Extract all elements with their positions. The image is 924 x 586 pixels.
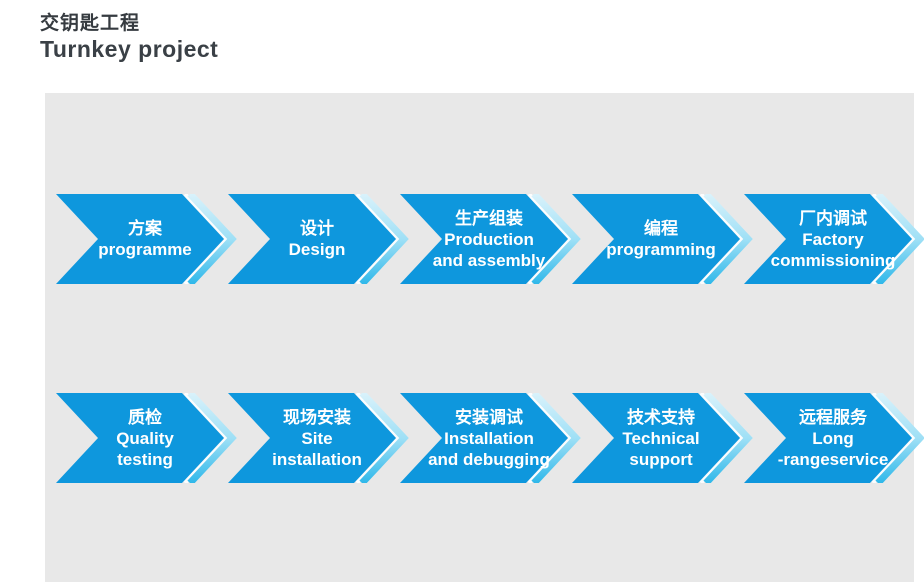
step-label: 设计 Design — [244, 194, 390, 284]
step-label-line: and assembly — [432, 250, 546, 270]
step-label-line: 远程服务 — [799, 407, 867, 427]
step-label-line: commissioning — [770, 250, 896, 270]
step-label-line: 生产组装 — [455, 208, 523, 228]
chevron-arrow-icon — [572, 393, 753, 483]
chevron-arrow-icon — [744, 393, 924, 483]
chevron-arrow-icon — [56, 194, 237, 284]
chevron-arrow-icon — [56, 393, 237, 483]
step-label: 方案 programme — [72, 194, 218, 284]
chevron-arrow-icon — [400, 194, 581, 284]
step-label-line: Site — [301, 428, 333, 448]
step-label-line: and debugging — [428, 449, 550, 469]
step-label: 编程 programming — [588, 194, 734, 284]
step-label-line: 技术支持 — [627, 407, 695, 427]
step-label-line: Long — [812, 428, 854, 448]
step-label-line: Technical — [622, 428, 700, 448]
page-title-english: Turnkey project — [40, 36, 219, 62]
step-label-line: -rangeservice — [777, 449, 889, 469]
step-label-line: Factory — [802, 229, 864, 249]
page-title-chinese: 交钥匙工程 — [40, 13, 141, 34]
chevron-arrow-icon — [400, 393, 581, 483]
chevron-arrow-icon — [744, 194, 924, 284]
step-label-line: Installation — [444, 428, 534, 448]
step-label-line: installation — [272, 449, 362, 469]
step-label-line: testing — [117, 449, 173, 469]
step-label-line: Quality — [116, 428, 174, 448]
step-label-line: 厂内调试 — [799, 208, 867, 228]
process-step-arrow: 编程 programming — [572, 194, 756, 284]
chevron-arrow-icon — [228, 393, 409, 483]
step-label-line: support — [629, 449, 693, 469]
step-label-line: 设计 — [300, 219, 334, 238]
step-label-line: 安装调试 — [455, 407, 523, 427]
step-label-line: 方案 — [128, 219, 162, 238]
step-label-line: 质检 — [128, 407, 162, 427]
chevron-arrow-icon — [572, 194, 753, 284]
page-header: 交钥匙工程 Turnkey project — [40, 12, 218, 62]
process-step-arrow: 方案 programme — [56, 194, 240, 284]
step-label-line: 编程 — [644, 219, 678, 238]
step-label-line: programme — [98, 240, 192, 259]
step-label-line: programming — [606, 240, 716, 259]
step-label-line: Design — [288, 240, 346, 259]
process-step-arrow: 设计 Design — [228, 194, 412, 284]
chevron-arrow-icon — [228, 194, 409, 284]
step-label-line: Production — [444, 229, 534, 249]
step-label-line: 现场安装 — [283, 407, 351, 427]
